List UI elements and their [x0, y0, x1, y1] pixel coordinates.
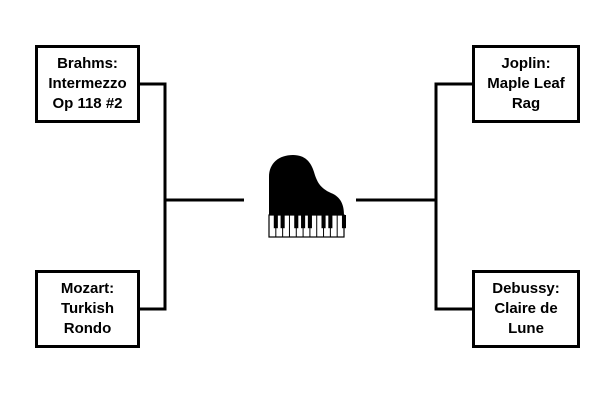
piece-label-brahms: Brahms: Intermezzo Op 118 #2	[48, 55, 127, 112]
black-keys	[273, 215, 346, 229]
piece-box-mozart: Mozart: Turkish Rondo	[35, 270, 140, 348]
black-key	[280, 215, 285, 229]
black-key	[341, 215, 346, 229]
piano-keyboard	[268, 214, 345, 238]
black-key	[321, 215, 326, 229]
piece-box-debussy: Debussy: Claire de Lune	[472, 270, 580, 348]
black-key	[301, 215, 306, 229]
piano-body	[269, 155, 344, 215]
piece-label-debussy: Debussy: Claire de Lune	[492, 280, 560, 337]
black-key	[307, 215, 312, 229]
piece-box-joplin: Joplin: Maple Leaf Rag	[472, 45, 580, 123]
black-key	[273, 215, 278, 229]
piece-box-brahms: Brahms: Intermezzo Op 118 #2	[35, 45, 140, 123]
black-key	[294, 215, 299, 229]
piece-label-mozart: Mozart: Turkish Rondo	[60, 280, 115, 337]
piece-label-joplin: Joplin: Maple Leaf Rag	[487, 55, 565, 112]
black-key	[328, 215, 333, 229]
grand-piano-icon	[268, 155, 346, 238]
